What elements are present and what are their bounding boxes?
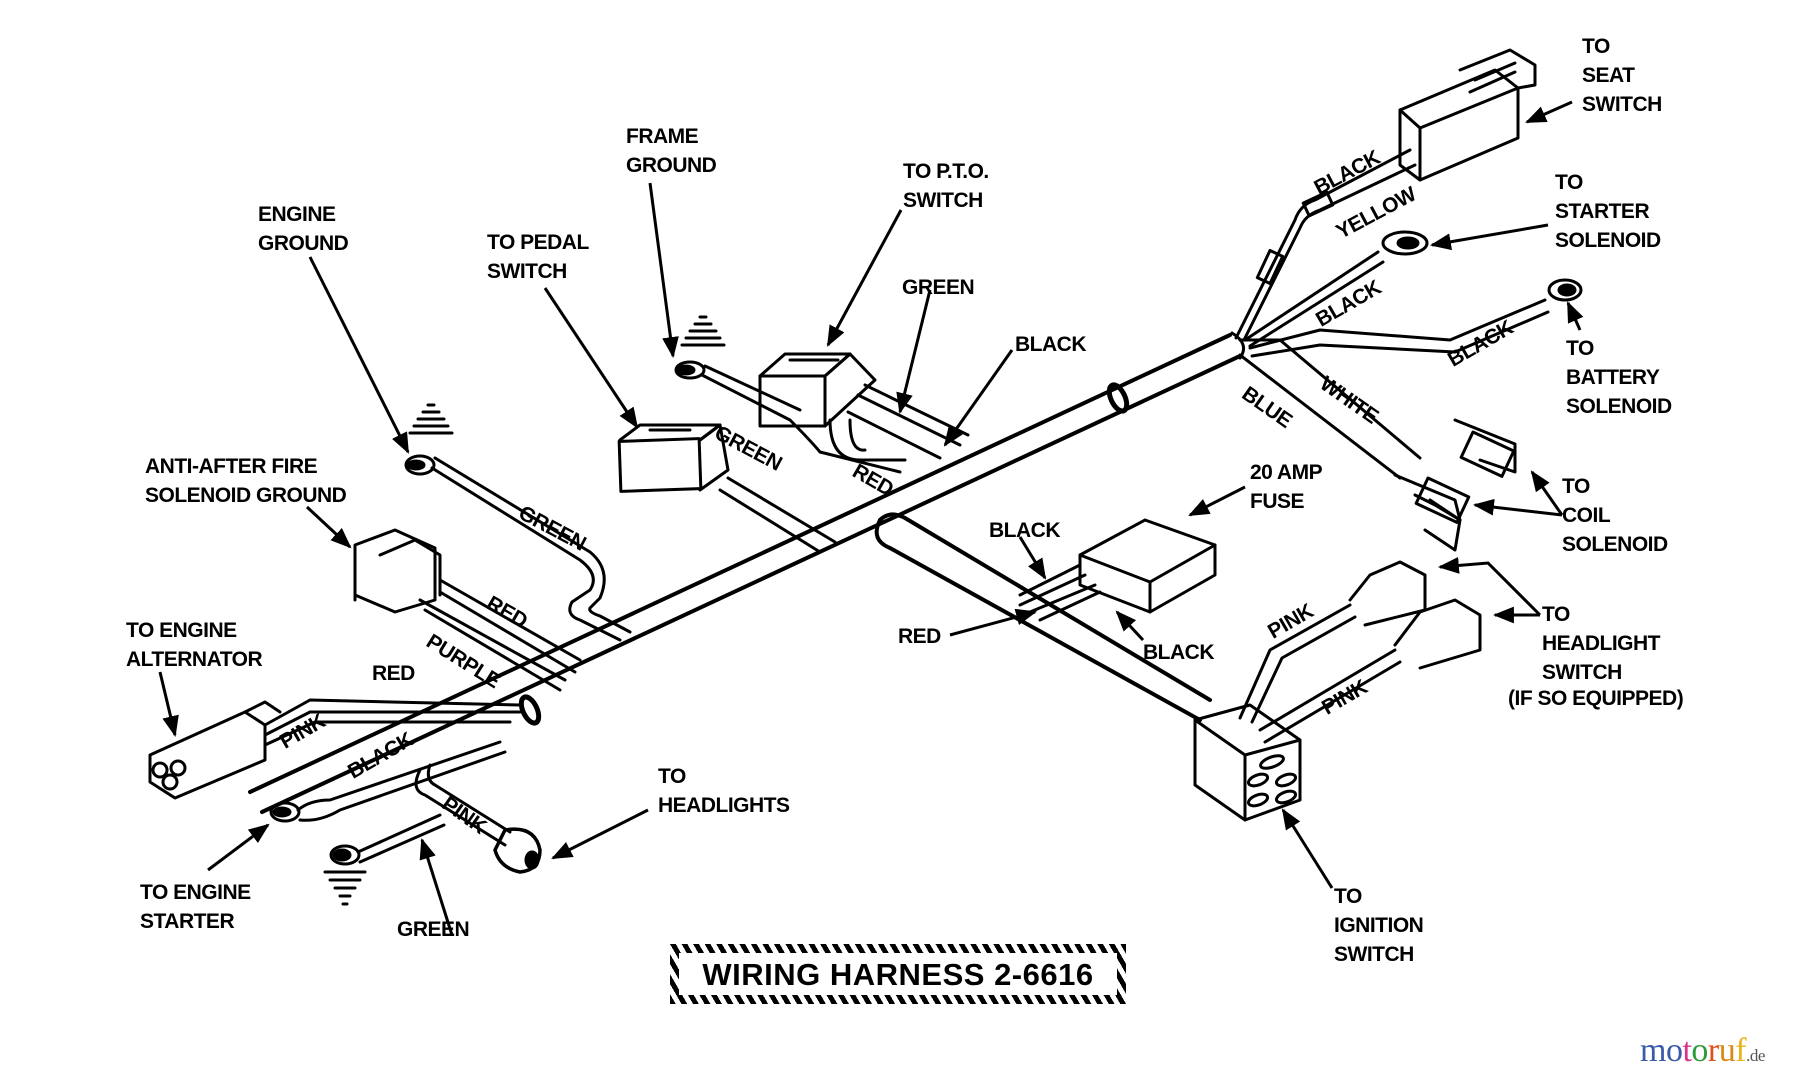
watermark-letter: m <box>1640 1032 1666 1069</box>
label-red-fuse: RED <box>898 625 941 648</box>
label-to-engine-starter: TO ENGINE STARTER <box>140 881 251 933</box>
label-if-so-equipped: (IF SO EQUIPPED) <box>1508 687 1684 710</box>
headlights-branch <box>414 763 542 874</box>
arrow-engine-ground <box>308 256 410 454</box>
pedal-switch-branch <box>617 423 837 554</box>
wire-label-red-alternator: RED <box>372 662 415 685</box>
pto-wires <box>828 383 970 462</box>
coil-solenoid-connectors <box>1238 338 1517 552</box>
arrow-engine-starter <box>207 823 270 872</box>
battery-solenoid-terminal <box>1248 278 1583 358</box>
arrow-pedal-switch <box>543 287 639 429</box>
label-to-seat-switch: TO SEAT SWITCH <box>1582 35 1662 116</box>
arrow-frame-ground <box>648 182 679 359</box>
diagram-title: WIRING HARNESS 2-6616 <box>702 957 1094 992</box>
anti-after-fire-connector <box>353 528 582 692</box>
diagram-title-box: WIRING HARNESS 2-6616 <box>670 944 1126 1004</box>
watermark-letter: o <box>1665 1032 1683 1069</box>
arrow-green-bottom <box>419 837 454 936</box>
watermark-letter: t <box>1682 1032 1692 1069</box>
fuse-20-amp <box>1018 518 1217 622</box>
arrow-anti-after-fire <box>305 505 352 549</box>
headlight-switch-connectors <box>1238 560 1482 744</box>
arrow-coil-1 <box>1472 498 1563 517</box>
label-anti-after-fire: ANTI-AFTER FIRE SOLENOID GROUND <box>145 455 347 507</box>
ignition-branch-cable <box>874 512 1212 722</box>
arrow-starter-solenoid <box>1429 223 1549 251</box>
watermark-tld: .de <box>1746 1046 1765 1065</box>
ignition-switch-connector <box>1193 703 1302 822</box>
arrow-pto <box>826 209 903 347</box>
arrow-headlight-switch-1 <box>1437 557 1542 617</box>
engine-starter-terminal <box>269 740 507 823</box>
label-black-pto: BLACK <box>1015 333 1087 356</box>
watermark-letter: r <box>1707 1032 1719 1069</box>
arrow-fuse <box>1188 485 1246 517</box>
label-to-headlight-switch: TO HEADLIGHT SWITCH <box>1542 603 1661 684</box>
bottom-ground-terminal <box>329 813 446 866</box>
label-20-amp-fuse: 20 AMP FUSE <box>1250 461 1323 513</box>
label-green-pto: GREEN <box>902 276 975 299</box>
label-to-ignition-switch: TO IGNITION SWITCH <box>1334 885 1424 966</box>
engine-ground-terminal <box>404 454 632 642</box>
label-to-battery-solenoid: TO BATTERY SOLENOID <box>1566 337 1672 418</box>
seat-switch-wires <box>1234 148 1417 342</box>
arrow-black-fuse-bottom <box>1115 610 1145 642</box>
label-to-coil-solenoid: TO COIL SOLENOID <box>1562 475 1668 556</box>
leader-arrows <box>158 100 1584 936</box>
pto-switch-connector <box>758 352 877 428</box>
label-to-pedal-switch: TO PEDAL SWITCH <box>487 231 589 283</box>
seat-switch-connector <box>1398 48 1537 182</box>
arrow-coil-2 <box>1530 470 1564 516</box>
arrow-ignition-switch <box>1281 808 1334 889</box>
arrow-red-fuse <box>949 608 1038 637</box>
label-engine-ground: ENGINE GROUND <box>258 203 349 255</box>
label-green-bottom: GREEN <box>397 918 470 941</box>
label-frame-ground: FRAME GROUND <box>626 125 717 177</box>
arrow-battery-solenoid <box>1566 301 1584 331</box>
engine-ground-symbol <box>408 403 454 435</box>
arrow-seat-switch <box>1525 100 1573 124</box>
watermark-letter: f <box>1735 1032 1747 1069</box>
alternator-connector <box>148 698 522 800</box>
label-to-engine-alternator: TO ENGINE ALTERNATOR <box>126 619 263 671</box>
arrow-green-pto <box>896 289 932 415</box>
label-to-headlights: TO HEADLIGHTS <box>658 765 790 817</box>
main-trunk-cable <box>248 331 1246 814</box>
starter-solenoid-terminal <box>1243 230 1429 348</box>
label-to-pto-switch: TO P.T.O. SWITCH <box>903 160 989 212</box>
arrow-black-fuse-top <box>1018 536 1047 580</box>
label-black-fuse-top: BLACK <box>989 519 1061 542</box>
watermark-letter: o <box>1691 1032 1708 1069</box>
label-to-starter-solenoid: TO STARTER SOLENOID <box>1555 171 1661 252</box>
arrow-headlights <box>551 808 649 860</box>
frame-ground-terminal <box>674 360 902 474</box>
watermark-letter: u <box>1718 1032 1736 1069</box>
label-black-fuse-bottom: BLACK <box>1143 641 1215 664</box>
arrow-alternator <box>158 671 179 738</box>
bottom-ground-symbol <box>323 870 367 906</box>
arrow-black-pto <box>943 349 1014 447</box>
frame-ground-symbol <box>680 315 726 347</box>
watermark-logo: motoruf.de <box>1640 1032 1765 1070</box>
